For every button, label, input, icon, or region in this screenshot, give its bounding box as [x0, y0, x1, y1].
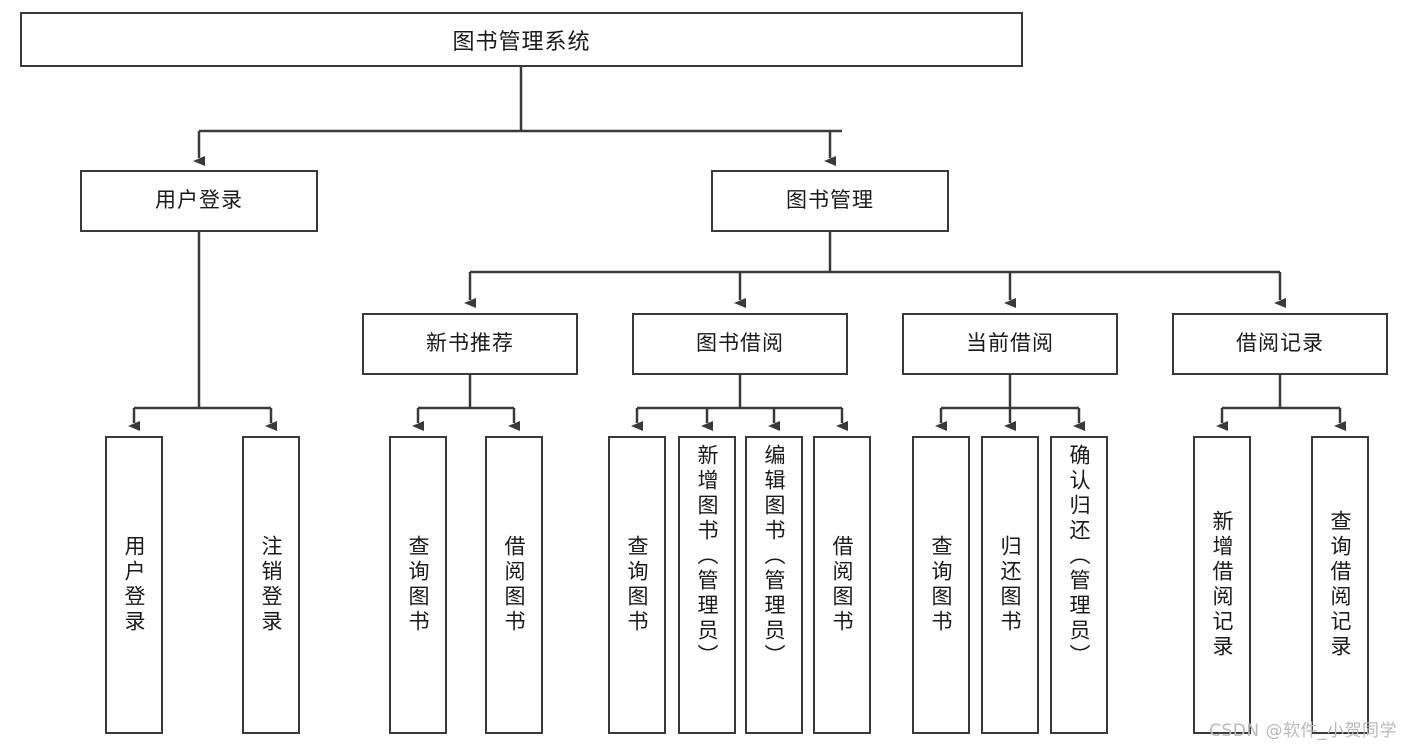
node-root[interactable]: 图书管理系统 [20, 12, 1023, 67]
csdn-watermark: CSDN @软件_小贺同学 [1209, 721, 1397, 741]
leaf-user-login-logout[interactable]: 注销登录 [242, 436, 300, 734]
leaf-new-book-query[interactable]: 查询图书 [389, 436, 447, 734]
leaf-current-confirm-return[interactable]: 确认归还（管理员） [1050, 436, 1108, 734]
node-new-book-recommend[interactable]: 新书推荐 [362, 313, 578, 375]
node-book-borrow[interactable]: 图书借阅 [632, 313, 848, 375]
node-borrow-record[interactable]: 借阅记录 [1172, 313, 1388, 375]
node-book-management[interactable]: 图书管理 [711, 170, 949, 232]
leaf-borrow-borrow-book[interactable]: 借阅图书 [813, 436, 871, 734]
leaf-borrow-edit-book[interactable]: 编辑图书（管理员） [745, 436, 803, 734]
leaf-user-login-login[interactable]: 用户登录 [105, 436, 163, 734]
leaf-record-add[interactable]: 新增借阅记录 [1193, 436, 1251, 734]
leaf-new-book-borrow[interactable]: 借阅图书 [485, 436, 543, 734]
leaf-current-return-book[interactable]: 归还图书 [981, 436, 1039, 734]
leaf-record-query[interactable]: 查询借阅记录 [1311, 436, 1369, 734]
node-current-borrow[interactable]: 当前借阅 [902, 313, 1118, 375]
leaf-borrow-add-book[interactable]: 新增图书（管理员） [678, 436, 736, 734]
leaf-borrow-query-book[interactable]: 查询图书 [608, 436, 666, 734]
leaf-current-query-book[interactable]: 查询图书 [912, 436, 970, 734]
node-user-login[interactable]: 用户登录 [80, 170, 318, 232]
